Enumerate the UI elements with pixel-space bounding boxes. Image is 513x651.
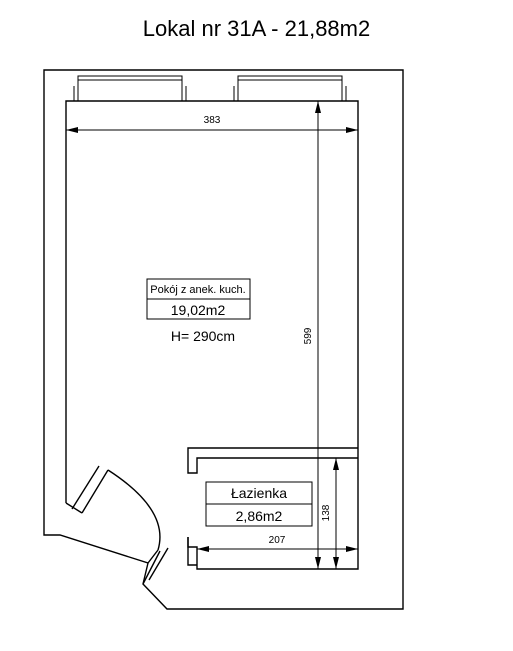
bathroom-wall-bottom	[187, 537, 197, 566]
dimension-main-width	[66, 127, 358, 133]
window-left	[73, 75, 187, 102]
bathroom-label	[205, 481, 313, 527]
bathroom-door	[142, 547, 169, 585]
dimension-bath-depth	[333, 458, 339, 569]
main-room-area: 19,02m2	[171, 302, 226, 318]
dimension-main-length-label: 599	[303, 327, 314, 344]
dimension-bath-width	[197, 546, 358, 552]
entrance-door	[71, 465, 161, 564]
dimension-main-width-label: 383	[204, 115, 221, 126]
dimension-bath-width-label: 207	[269, 535, 286, 546]
bathroom-name: Łazienka	[231, 485, 287, 501]
door-jamb	[65, 502, 83, 514]
plan-title: Lokal nr 31A - 21,88m2	[142, 16, 371, 41]
bathroom-wall-top	[187, 447, 358, 474]
main-room-name: Pokój z anek. kuch.	[150, 284, 245, 296]
bathroom-area: 2,86m2	[236, 508, 283, 524]
main-room-label	[146, 278, 251, 320]
window-right	[233, 75, 347, 102]
dimension-bath-depth-label: 138	[321, 504, 332, 521]
dimension-main-length	[315, 101, 321, 569]
main-room-height: H= 290cm	[171, 328, 235, 344]
